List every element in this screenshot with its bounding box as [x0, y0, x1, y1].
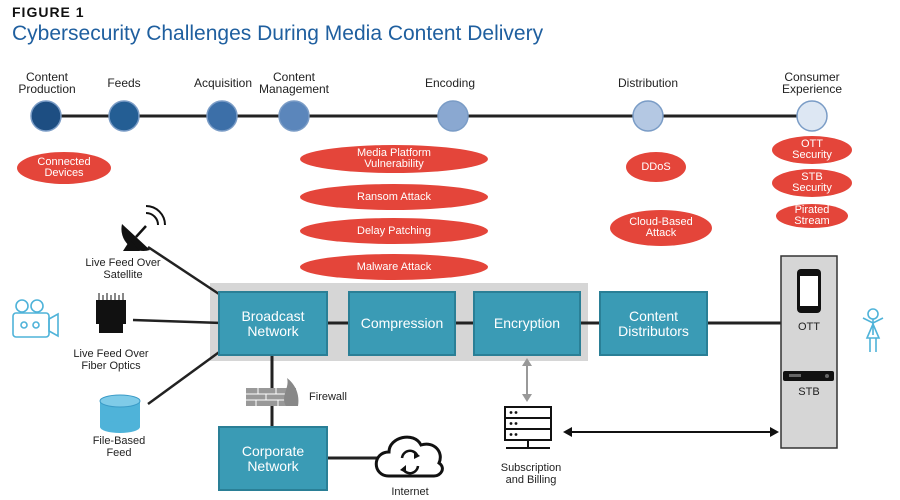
source-label-file: File-Based Feed — [92, 435, 146, 459]
consumer-person-icon — [862, 308, 884, 352]
internet-label: Internet — [391, 486, 429, 498]
source-label-fiber: Live Feed Over Fiber Optics — [73, 348, 149, 372]
stage-label-content-management: Content Management — [258, 70, 330, 96]
stage-label-encoding: Encoding — [424, 76, 476, 90]
server-icon — [504, 406, 552, 449]
subscription-billing-label: Subscription and Billing — [500, 462, 562, 486]
box-compression: Compression — [348, 291, 456, 356]
stage-label-feeds: Feeds — [107, 76, 141, 90]
fiber-optics-icon — [96, 293, 126, 333]
threat-pirated-stream: Pirated Stream — [776, 204, 848, 228]
stage-dots — [30, 100, 828, 132]
source-label-satellite: Live Feed Over Satellite — [85, 257, 161, 281]
threat-ott-security: OTT Security — [772, 136, 852, 164]
firewall-icon — [246, 378, 299, 406]
stage-label-consumer-experience: Consumer Experience — [781, 70, 843, 96]
billing-arrow-down — [522, 394, 532, 402]
video-camera-icon — [12, 299, 59, 338]
billing-device-arrow-right — [770, 427, 779, 437]
threat-malware-attack: Malware Attack — [300, 254, 488, 280]
threat-connected-devices: Connected Devices — [17, 152, 111, 184]
stage-dot-1 — [30, 100, 62, 132]
set-top-box-icon — [783, 371, 834, 381]
database-icon — [99, 394, 141, 433]
stage-dot-6 — [632, 100, 664, 132]
stage-dot-4 — [278, 100, 310, 132]
cloud-icon — [374, 435, 444, 478]
fiber-link — [132, 318, 223, 325]
threat-ddos: DDoS — [626, 152, 686, 182]
stage-dot-2 — [108, 100, 140, 132]
stage-dot-7 — [796, 100, 828, 132]
threat-media-platform-vulnerability: Media Platform Vulnerability — [300, 145, 488, 173]
stage-label-content-production: Content Production — [18, 70, 76, 96]
server-lights — [509, 411, 518, 436]
stage-label-acquisition: Acquisition — [193, 76, 253, 90]
threat-stb-security: STB Security — [772, 169, 852, 197]
satellite-link — [147, 245, 223, 298]
file-link — [147, 348, 223, 406]
stage-label-distribution: Distribution — [617, 76, 679, 90]
billing-arrow-up — [522, 358, 532, 366]
box-corporate-network: Corporate Network — [218, 426, 328, 491]
figure-title: Cybersecurity Challenges During Media Co… — [12, 22, 544, 45]
box-broadcast-network: Broadcast Network — [218, 291, 328, 356]
stage-dot-3 — [206, 100, 238, 132]
threat-cloud-based-attack: Cloud-Based Attack — [610, 210, 712, 246]
stage-dot-5 — [437, 100, 469, 132]
firewall-label: Firewall — [309, 391, 347, 403]
threat-delay-patching: Delay Patching — [300, 218, 488, 244]
box-content-distributors: Content Distributors — [599, 291, 708, 356]
ott-label: OTT — [798, 321, 820, 333]
satellite-dish-icon — [121, 205, 166, 252]
billing-device-arrow-left — [563, 427, 572, 437]
phone-icon — [797, 269, 821, 313]
figure-label: FIGURE 1 — [12, 4, 85, 20]
box-encryption: Encryption — [473, 291, 581, 356]
stb-label: STB — [798, 386, 820, 398]
threat-ransom-attack: Ransom Attack — [300, 184, 488, 210]
